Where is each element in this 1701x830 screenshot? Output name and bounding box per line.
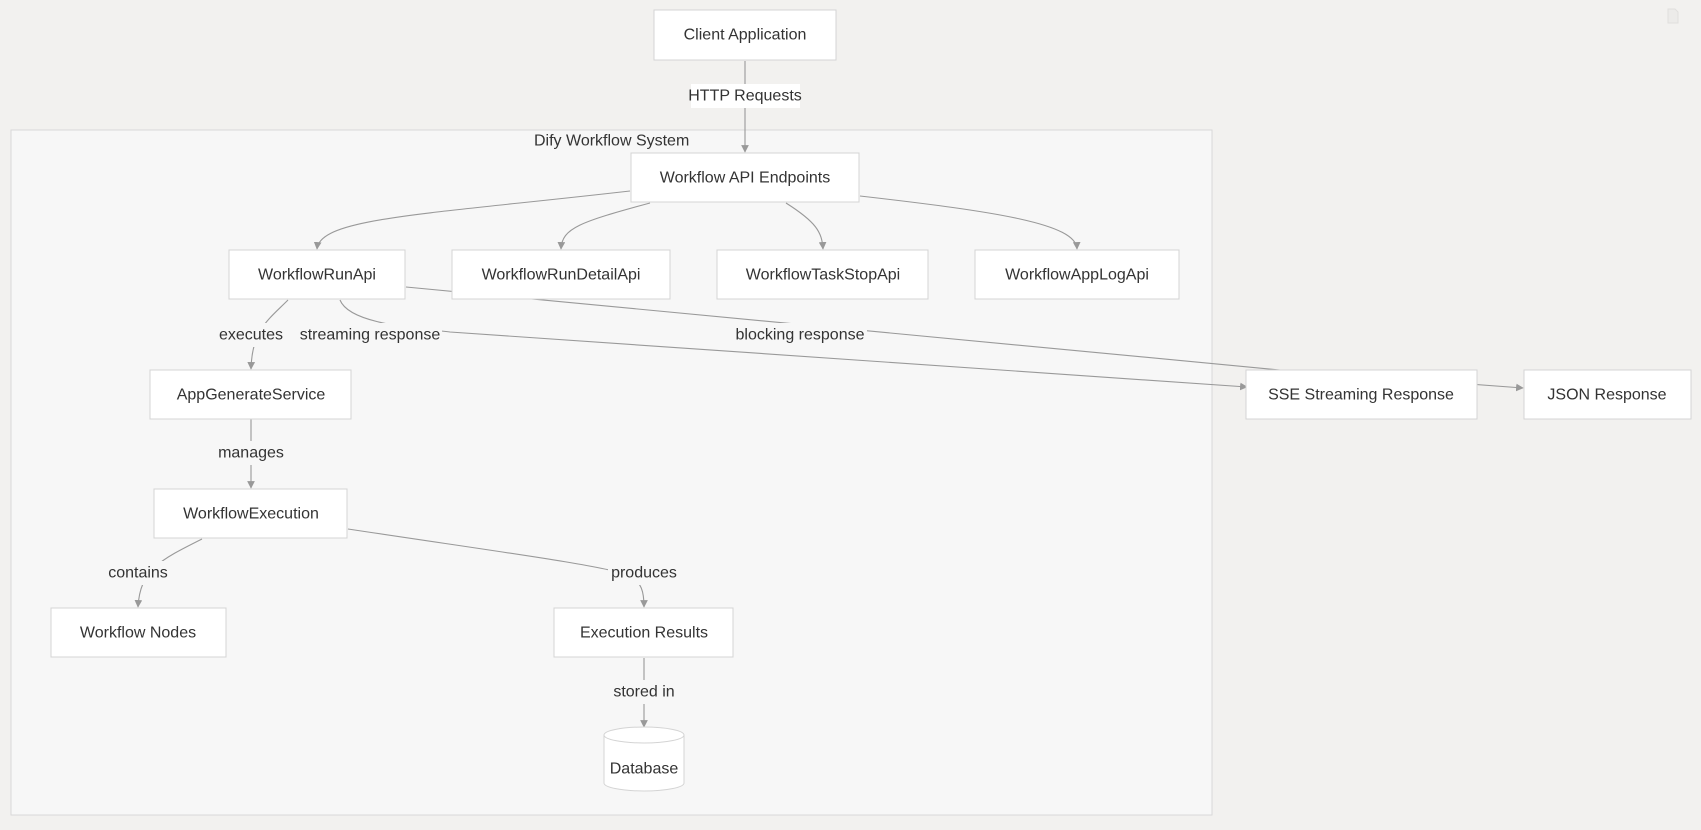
node-client-application[interactable]: Client Application	[653, 9, 837, 61]
edge-api-to-task-stop-api	[785, 202, 827, 250]
node-workflow-execution[interactable]: WorkflowExecution	[153, 488, 348, 539]
svg-text:produces: produces	[611, 565, 677, 582]
node-sse-streaming-response[interactable]: SSE Streaming Response	[1245, 369, 1478, 420]
svg-text:streaming response: streaming response	[300, 327, 441, 344]
node-workflow-task-stop-api[interactable]: WorkflowTaskStopApi	[716, 249, 929, 300]
svg-text:Workflow API Endpoints: Workflow API Endpoints	[660, 170, 830, 187]
svg-text:manages: manages	[218, 445, 284, 462]
node-workflow-nodes[interactable]: Workflow Nodes	[50, 607, 227, 658]
svg-text:JSON Response: JSON Response	[1547, 387, 1666, 404]
cluster-label: Dify Workflow System	[534, 133, 689, 150]
edge-label-contains: contains	[106, 561, 170, 585]
edge-label-manages: manages	[217, 441, 285, 465]
node-database[interactable]: Database	[603, 726, 685, 792]
svg-text:stored in: stored in	[613, 684, 674, 701]
node-app-generate-service[interactable]: AppGenerateService	[149, 369, 352, 420]
svg-text:blocking response: blocking response	[736, 327, 865, 344]
svg-text:Execution Results: Execution Results	[580, 625, 708, 642]
svg-text:HTTP Requests: HTTP Requests	[688, 88, 802, 105]
svg-text:SSE Streaming Response: SSE Streaming Response	[1268, 387, 1454, 404]
edge-label-stored-in: stored in	[610, 680, 678, 704]
svg-text:WorkflowAppLogApi: WorkflowAppLogApi	[1005, 267, 1149, 284]
svg-text:AppGenerateService: AppGenerateService	[177, 387, 326, 404]
node-workflow-run-api[interactable]: WorkflowRunApi	[228, 249, 406, 300]
edge-labels: HTTP Requests executes streaming respons…	[106, 84, 867, 704]
edge-api-to-run-api	[313, 190, 631, 250]
edge-api-to-app-log-api	[859, 195, 1081, 250]
node-workflow-run-detail-api[interactable]: WorkflowRunDetailApi	[451, 249, 671, 300]
edge-produces	[347, 528, 648, 608]
edge-label-executes: executes	[218, 323, 284, 347]
document-icon	[1667, 8, 1679, 24]
edge-label-streaming-response: streaming response	[298, 323, 442, 347]
edge-label-http-requests: HTTP Requests	[688, 84, 802, 108]
node-workflow-api-endpoints[interactable]: Workflow API Endpoints	[630, 152, 860, 203]
node-execution-results[interactable]: Execution Results	[553, 607, 734, 658]
node-workflow-app-log-api[interactable]: WorkflowAppLogApi	[974, 249, 1180, 300]
nodes: Client Application Workflow API Endpoint…	[50, 9, 1692, 792]
cluster-dify-workflow-system: Dify Workflow System	[10, 129, 1213, 816]
svg-text:Client Application: Client Application	[684, 27, 807, 44]
svg-text:Database: Database	[610, 761, 679, 778]
svg-text:executes: executes	[219, 327, 283, 344]
svg-text:WorkflowTaskStopApi: WorkflowTaskStopApi	[746, 267, 900, 284]
node-json-response[interactable]: JSON Response	[1523, 369, 1692, 420]
svg-text:WorkflowExecution: WorkflowExecution	[183, 506, 319, 523]
svg-text:WorkflowRunDetailApi: WorkflowRunDetailApi	[482, 267, 641, 284]
edge-api-to-run-detail-api	[557, 202, 651, 250]
svg-text:Workflow Nodes: Workflow Nodes	[80, 625, 196, 642]
svg-text:contains: contains	[108, 565, 168, 582]
edge-label-blocking-response: blocking response	[733, 323, 867, 347]
edge-label-produces: produces	[608, 561, 680, 585]
svg-text:WorkflowRunApi: WorkflowRunApi	[258, 267, 376, 284]
